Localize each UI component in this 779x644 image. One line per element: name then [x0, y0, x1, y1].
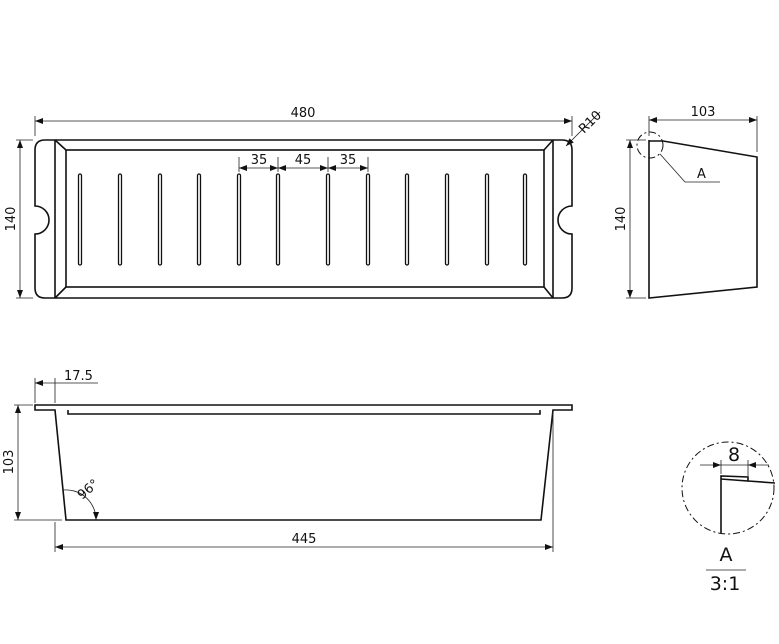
top-view: 480 R10 140 35 45 35: [4, 106, 605, 299]
slot-spacing-dims: [238, 157, 369, 172]
front-view: 17.5 103 445 96°: [2, 369, 573, 552]
drain-slot: [444, 173, 450, 266]
detail-scale: 3:1: [710, 573, 741, 595]
dim-slot-spacing-left: 35: [251, 153, 268, 168]
dim-bottom-length: 445: [292, 532, 317, 547]
drain-slots: [77, 173, 528, 266]
detail-leader: [659, 153, 720, 183]
dim-height: 140: [614, 207, 629, 232]
drain-slot: [365, 173, 371, 266]
bevel-lines: [54, 139, 554, 299]
dim-front-height: 103: [2, 450, 17, 475]
dim-flange: 17.5: [64, 369, 93, 384]
detail-label: A: [720, 544, 733, 566]
drain-slot: [404, 173, 410, 266]
drain-slot: [236, 173, 242, 266]
angle-arc: [62, 489, 100, 521]
drain-slot: [77, 173, 83, 266]
dim-length: 480: [291, 106, 316, 121]
radius-leader: [565, 111, 601, 147]
detail-a: 8 A 3:1: [681, 441, 776, 595]
drain-slot: [157, 173, 163, 266]
drain-slot: [275, 173, 281, 266]
detail-dimension: 8: [728, 444, 740, 466]
front-view-outline: [34, 404, 573, 521]
top-view-outline: [34, 139, 573, 299]
drain-slot: [325, 173, 331, 266]
side-view-outline: [648, 140, 758, 299]
dim-depth: 103: [691, 105, 716, 120]
drain-slot: [196, 173, 202, 266]
detail-boundary: [681, 441, 775, 535]
detail-circle: [636, 131, 664, 159]
drain-slot: [522, 173, 528, 266]
dim-angle: 96°: [75, 477, 102, 503]
dim-slot-spacing-right: 35: [340, 153, 357, 168]
inner-tray: [65, 149, 545, 288]
dim-slot-spacing-center: 45: [295, 153, 312, 168]
dim-width: 140: [4, 207, 19, 232]
dim-radius: R10: [576, 108, 605, 137]
side-view: 103 140 A: [614, 105, 758, 299]
inner-lip: [67, 410, 541, 415]
detail-callout: A: [697, 167, 706, 182]
detail-profile: [720, 475, 776, 533]
drain-slot: [117, 173, 123, 266]
drain-slot: [484, 173, 490, 266]
